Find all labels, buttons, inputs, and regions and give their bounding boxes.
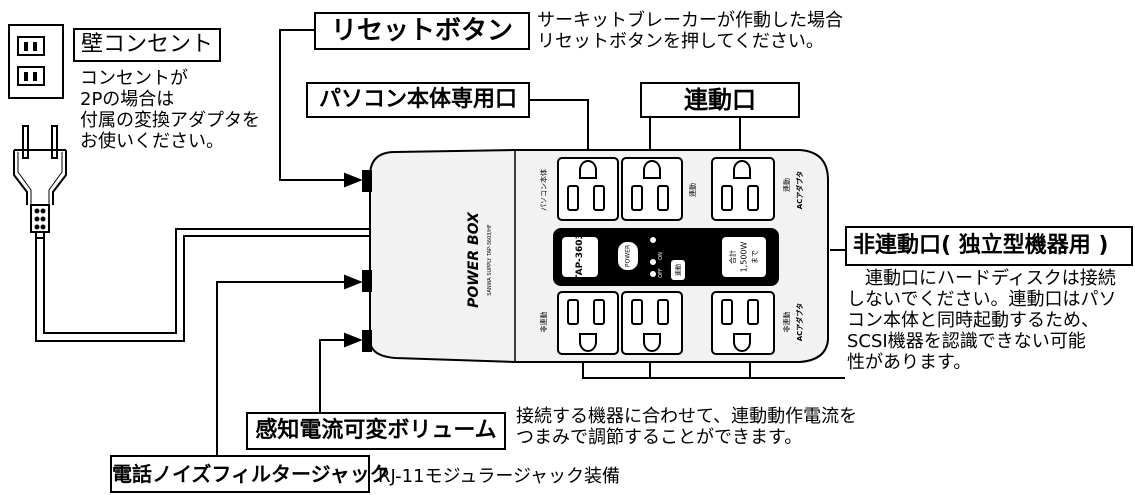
wall-outlet-note-line: お使いください。: [80, 131, 224, 152]
switch-off-label: OFF: [658, 268, 664, 278]
control-panel: [553, 228, 779, 286]
wall-outlet-note-line: 付属の変換アダプタを: [80, 110, 260, 131]
phone-filter-note: RJ-11モジュラージャック装備: [378, 466, 621, 487]
switch-on-label: ON: [658, 252, 664, 260]
leader-lines: [216, 29, 845, 455]
non-linked-title: 非連動口( 独立型機器用 ): [845, 226, 1133, 266]
rating-top-label: 合計: [729, 250, 737, 264]
reset-button-note-line: リセットボタンを押してください。: [537, 31, 824, 52]
non-linked-note-line: しないでください。連動口はパソ: [847, 289, 1117, 310]
side-label-nonlinked-ac: 非連動: [783, 311, 791, 333]
power-cord: [35, 228, 370, 342]
non-linked-note-line: 性があります。: [847, 352, 972, 373]
wall-outlet-title: 壁コンセント: [73, 28, 221, 62]
device-brand: POWER BOX: [466, 212, 482, 308]
wall-outlet-note: コンセントが 2Pの場合は 付属の変換アダプタを お使いください。: [80, 68, 260, 152]
wall-outlet-icon: [8, 24, 64, 99]
rating-value-label: 1,500W: [739, 241, 749, 273]
wall-outlet-note-line: コンセントが: [80, 68, 188, 89]
non-linked-note-line: 連動口にハードディスクは接続: [847, 268, 1116, 289]
non-linked-note-line: コン本体と同時起動するため、: [847, 310, 1099, 331]
wall-outlet-note-line: 2Pの場合は: [80, 89, 175, 110]
side-label-nonlinked: 非連動: [540, 311, 548, 333]
side-label-linked: 連動: [689, 183, 697, 197]
sensor-volume-note: 接続する機器に合わせて、連動動作電流を つまみで調節することができます。: [516, 406, 857, 448]
pc-dedicated-outlet: [557, 157, 619, 221]
rating-bottom-label: まで: [751, 250, 759, 264]
non-linked-outlet-2: [621, 291, 683, 355]
linked-outlet-1: [621, 157, 683, 221]
reset-button-note-line: サーキットブレーカーが作動した場合: [537, 10, 843, 31]
side-label-pc: パソコン本体: [540, 169, 548, 211]
linked-outlet-title: 連動口: [640, 82, 800, 118]
reset-button-note: サーキットブレーカーが作動した場合 リセットボタンを押してください。: [537, 10, 843, 52]
reset-button-title: リセットボタン: [314, 12, 530, 50]
non-linked-note: 連動口にハードディスクは接続 しないでください。連動口はパソ コン本体と同時起動…: [847, 268, 1116, 373]
model-label: TAP-3603: [575, 233, 585, 281]
linked-outlet-2: [711, 157, 775, 221]
power-plug-icon: [13, 125, 67, 239]
sensor-volume-title: 感知電流可変ボリューム: [246, 412, 506, 450]
non-linked-outlet-1: [557, 291, 619, 355]
phone-filter-title: 電話ノイズフィルタージャック: [110, 455, 390, 493]
switch-tag-label: 連動: [675, 263, 683, 277]
non-linked-note-line: SCSI機器を認識できない可能: [847, 331, 1086, 352]
side-label-linked-ac: 連動: [783, 178, 791, 192]
side-label-ac: ACアダプタ: [796, 170, 804, 210]
pc-outlet-title: パソコン本体専用口: [306, 82, 530, 118]
power-lamp-label: POWER: [624, 244, 632, 268]
sensor-volume-note-line: つまみで調節することができます。: [516, 427, 803, 448]
non-linked-outlet-3: [711, 291, 775, 355]
side-label-ac-2: ACアダプタ: [796, 302, 804, 342]
sensor-volume-note-line: 接続する機器に合わせて、連動動作電流を: [516, 406, 858, 427]
device-brand-sub: SANWA SUPPLY TAP-3603/HF: [487, 224, 493, 296]
